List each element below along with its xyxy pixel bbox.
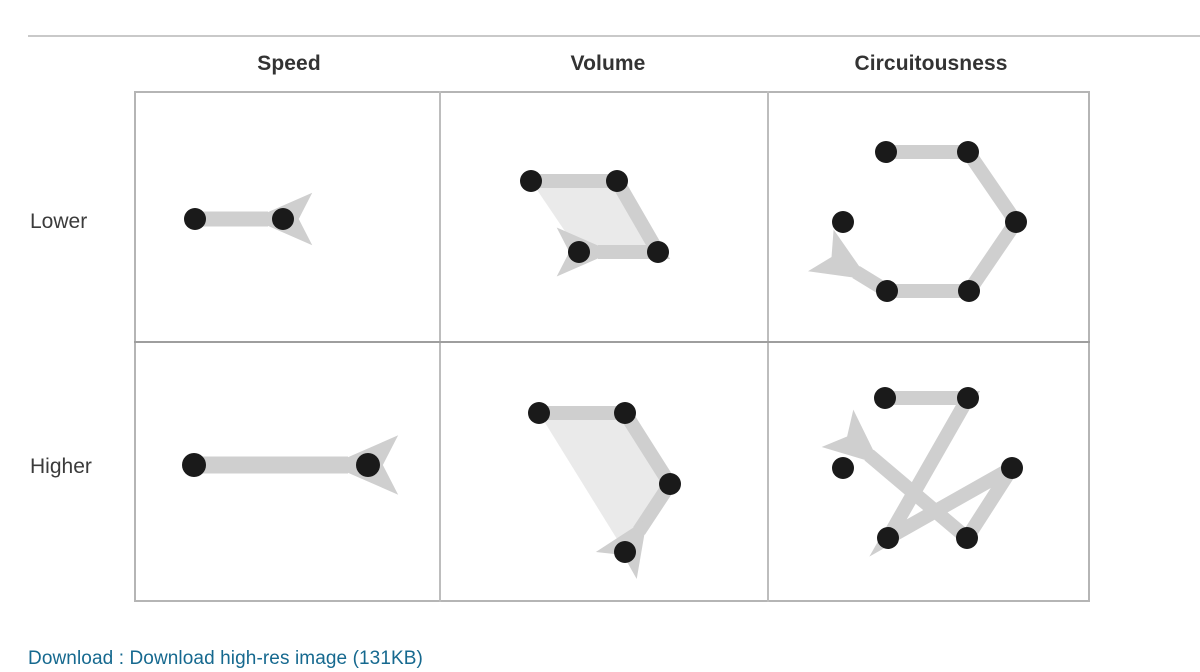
- row-label-higher: Higher: [30, 455, 92, 478]
- column-header-circuitousness: Circuitousness: [854, 52, 1008, 75]
- grid-divider-lower-higher: [134, 341, 1090, 343]
- matrix-grid-border: [134, 91, 1090, 602]
- grid-divider-speed-volume: [439, 91, 441, 602]
- column-header-volume: Volume: [570, 52, 646, 75]
- column-header-speed: Speed: [257, 52, 321, 75]
- download-label: Download: [28, 648, 114, 669]
- row-label-lower: Lower: [30, 210, 88, 233]
- top-horizontal-rule: [28, 35, 1200, 37]
- caption-separator: :: [113, 648, 130, 669]
- grid-divider-volume-circuitousness: [767, 91, 769, 602]
- download-high-res-image-link[interactable]: Download high-res image (131KB): [129, 648, 423, 669]
- figure-panel: Speed Volume Circuitousness Lower Higher: [30, 52, 1090, 602]
- download-caption: Download : Download high-res image (131K…: [28, 648, 423, 670]
